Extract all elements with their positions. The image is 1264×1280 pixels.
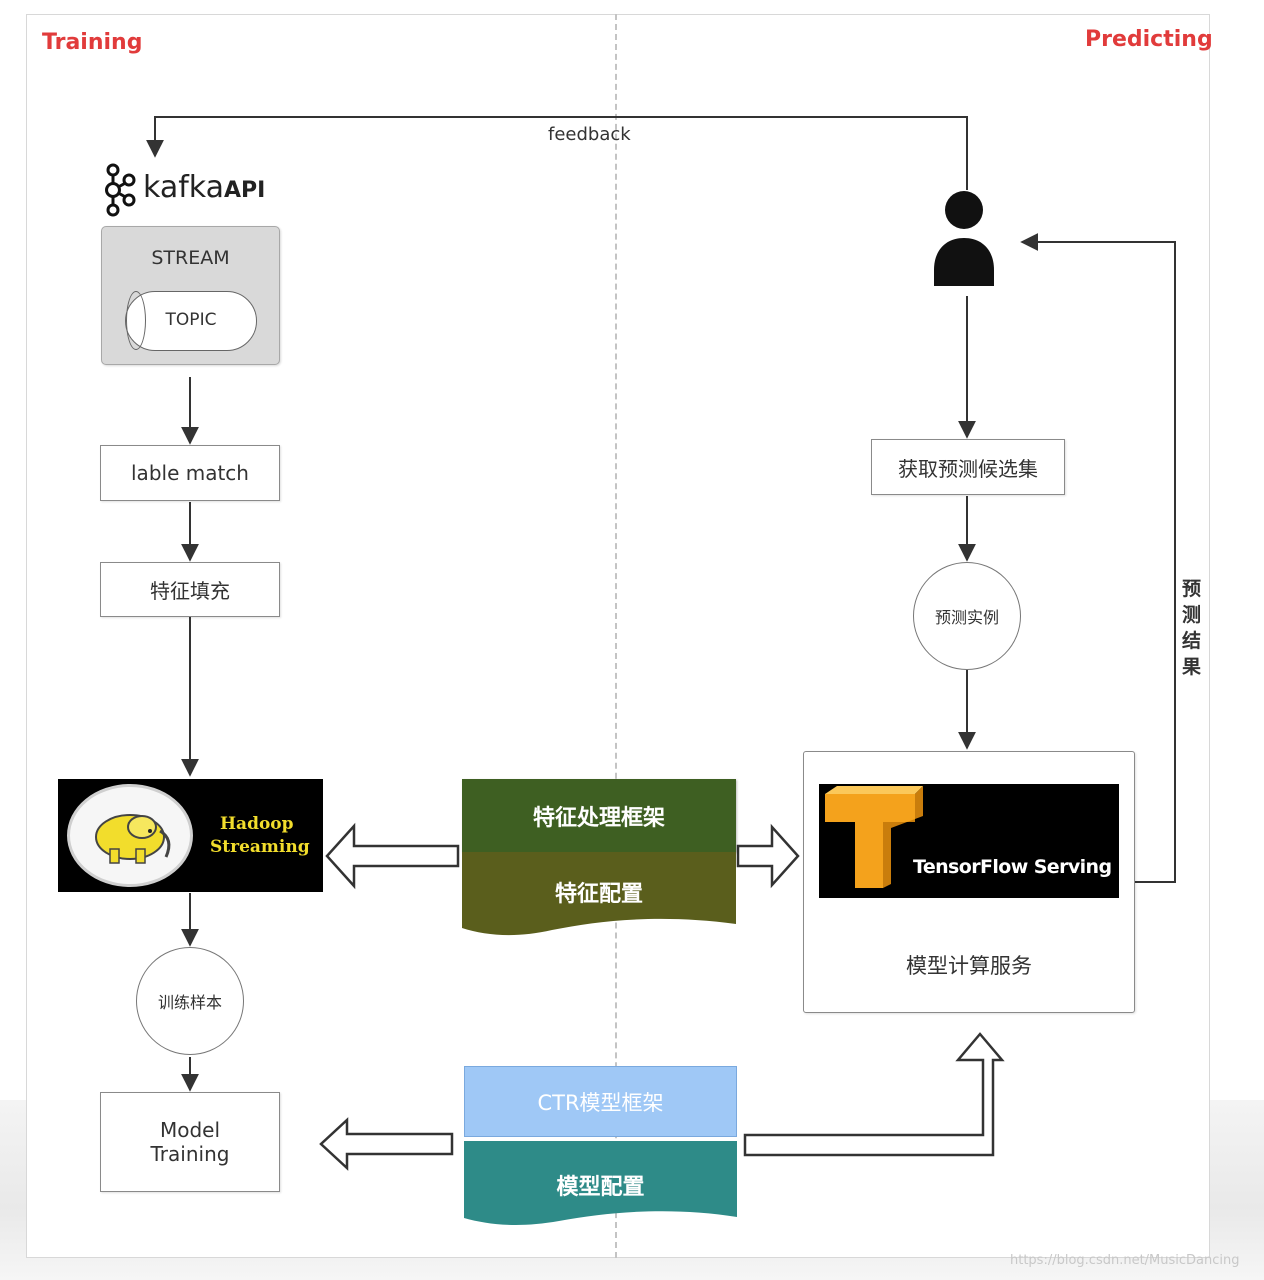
predicting-title: Predicting <box>1085 27 1213 52</box>
tensorflow-icon <box>825 786 923 888</box>
topic-cylinder-end <box>126 291 146 350</box>
hadoop-line2: Streaming <box>210 837 310 857</box>
topic-label: TOPIC <box>165 310 217 330</box>
feature-config-label: 特征配置 <box>554 882 643 907</box>
stream-label: STREAM <box>151 247 230 269</box>
predict-instance-circle: 预测实例 <box>913 562 1021 670</box>
model-service-label: 模型计算服务 <box>906 954 1032 978</box>
feature-config-shape <box>462 852 736 936</box>
feedback-arrow <box>146 116 968 190</box>
kafka-logo: kafka API <box>103 160 278 220</box>
candidates-box: 获取预测候选集 <box>871 439 1065 495</box>
ctr-framework-block: CTR模型框架 <box>464 1066 737 1137</box>
hadoop-streaming-logo: Hadoop Streaming <box>58 779 323 892</box>
hollow-arrow-ctr-to-serving <box>743 1032 1005 1157</box>
feature-fill-box: 特征填充 <box>100 562 280 617</box>
feature-config-block: 特征配置 <box>462 852 736 938</box>
prediction-result-label: 预测结果 <box>1182 578 1202 678</box>
model-training-line1: Model <box>159 1118 221 1142</box>
model-config-shape <box>464 1141 737 1225</box>
model-training-line2: Training <box>150 1142 230 1166</box>
training-sample-circle: 训练样本 <box>136 947 244 1055</box>
feedback-label: feedback <box>548 124 631 145</box>
feature-framework-block: 特征处理框架 <box>462 779 736 852</box>
watermark: https://blog.csdn.net/MusicDancing <box>1010 1253 1240 1268</box>
label-match-box: lable match <box>100 445 280 501</box>
hadoop-badge <box>67 784 193 887</box>
hollow-arrow-ctr-to-model-training <box>319 1117 454 1171</box>
hollow-arrow-feature-to-hadoop <box>325 822 460 890</box>
tensorflow-serving-text: TensorFlow Serving <box>913 856 1112 878</box>
model-service-box: TensorFlow Serving 模型计算服务 <box>803 751 1135 1013</box>
kafka-icon <box>105 163 136 217</box>
prediction-result-arrow <box>1020 233 1176 883</box>
stream-box: STREAM TOPIC <box>101 226 280 365</box>
section-divider <box>615 14 617 1258</box>
training-title: Training <box>42 30 143 55</box>
topic-cylinder: TOPIC <box>125 291 257 351</box>
hollow-arrow-feature-to-serving <box>736 823 800 889</box>
model-training-box: Model Training <box>100 1092 280 1192</box>
hadoop-elephant-icon <box>95 814 171 864</box>
user-icon <box>934 191 994 286</box>
model-config-block: 模型配置 <box>464 1141 737 1227</box>
model-config-label: 模型配置 <box>556 1175 645 1200</box>
kafka-logo-text: kafka <box>143 170 225 205</box>
hadoop-line1: Hadoop <box>220 814 294 834</box>
kafka-api-label: API <box>224 178 266 203</box>
tensorflow-serving-logo: TensorFlow Serving <box>819 784 1119 898</box>
